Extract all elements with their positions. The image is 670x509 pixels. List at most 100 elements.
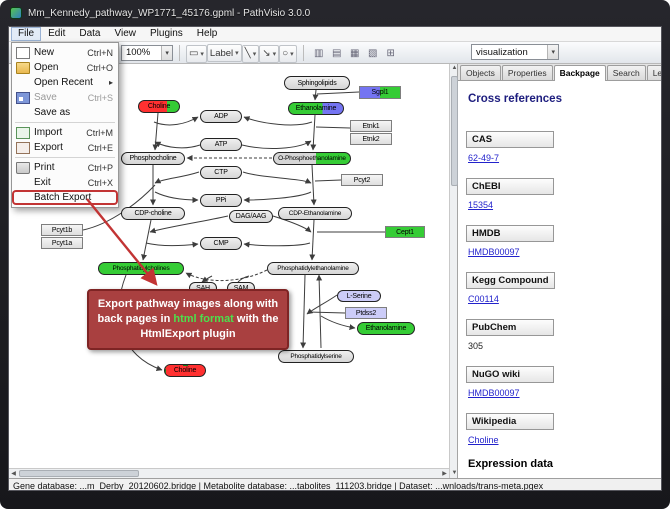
node-cmp[interactable]: CMP <box>200 237 242 250</box>
blank-icon <box>16 77 30 89</box>
selection-handle[interactable] <box>204 375 205 376</box>
shape-tool-button[interactable]: ○▾ <box>279 44 297 63</box>
node-ethanolamine[interactable]: Ethanolamine <box>357 322 415 335</box>
node-ethanolamine[interactable]: Ethanolamine <box>288 102 344 115</box>
scroll-right-icon[interactable]: ▶ <box>442 471 447 477</box>
node-o-phosphoethanolamine[interactable]: O-Phosphoethanolamine <box>273 152 351 165</box>
line-tool-button[interactable]: ╲▾ <box>241 44 260 63</box>
menu-plugins[interactable]: Plugins <box>149 28 183 39</box>
selection-handle[interactable] <box>204 365 205 367</box>
node-sam[interactable]: SAM <box>227 282 255 294</box>
selection-handle[interactable] <box>183 376 188 377</box>
file-menu-item-batch-export[interactable]: Batch Export <box>12 190 118 205</box>
menu-file[interactable]: File <box>11 27 42 41</box>
node-phosphatidylcholines[interactable]: Phosphatidylcholines <box>98 262 184 275</box>
node-sphingolipids[interactable]: Sphingolipids <box>284 76 350 90</box>
xref-link[interactable]: HMDB00097 <box>468 247 520 257</box>
tab-search[interactable]: Search <box>606 65 646 80</box>
zoom-combobox[interactable]: 100% ▾ <box>120 44 173 61</box>
selection-handle[interactable] <box>205 369 206 374</box>
tab-backpage[interactable]: Backpage <box>553 65 606 81</box>
gene-node-pcyt1a[interactable]: Pcyt1a <box>41 237 83 249</box>
node-ctp[interactable]: CTP <box>200 166 242 179</box>
node-phosphatidylethanolamine[interactable]: Phosphatidylethanolamine <box>267 262 359 275</box>
xref-link[interactable]: HMDB00097 <box>468 388 520 398</box>
canvas-horizontal-scrollbar[interactable]: ◀ ▶ <box>9 468 449 478</box>
match-size-button[interactable]: ⊞ <box>382 44 400 62</box>
gene-node-etnk1[interactable]: Etnk1 <box>350 120 392 132</box>
gene-node-sgpl1[interactable]: Sgpl1 <box>359 86 401 99</box>
xref-link[interactable]: 15354 <box>468 200 494 210</box>
canvas-vertical-scrollbar[interactable]: ▲ ▼ <box>449 64 458 478</box>
menu-help[interactable]: Help <box>196 28 218 39</box>
align-center-y-button[interactable]: ▤ <box>328 44 346 62</box>
visualization-combobox[interactable]: visualization ▾ <box>471 44 559 60</box>
menu-item-label: Open <box>34 62 59 73</box>
menu-data[interactable]: Data <box>79 28 101 39</box>
node-dag-aag[interactable]: DAG/AAG <box>229 210 273 223</box>
vertical-scroll-thumb[interactable] <box>451 76 458 186</box>
selection-handle[interactable] <box>165 365 167 367</box>
tab-properties[interactable]: Properties <box>501 65 553 80</box>
toolbar-align-group: ▥▤▦▧⊞ <box>310 43 400 63</box>
xref-link[interactable]: 62-49-7 <box>468 153 500 163</box>
scroll-up-icon[interactable]: ▲ <box>451 65 458 71</box>
gene-node-etnk2[interactable]: Etnk2 <box>350 133 392 145</box>
node-cdp-ethanolamine[interactable]: CDP-Ethanolamine <box>278 207 352 220</box>
chevron-down-icon: ▾ <box>235 50 239 57</box>
gene-node-pcyt2[interactable]: Pcyt2 <box>341 174 383 186</box>
gene-node-ptdss2[interactable]: Ptdss2 <box>345 307 387 319</box>
node-phosphatidylserine[interactable]: Phosphatidylserine <box>278 350 354 363</box>
node-label: Cept1 <box>396 228 414 236</box>
tab-objects[interactable]: Objects <box>460 65 501 80</box>
file-menu-item-open-recent[interactable]: Open Recent▸ <box>12 75 118 90</box>
align-top-button[interactable]: ▧ <box>364 44 382 62</box>
connector-tool-button[interactable]: ↘▾ <box>259 44 280 63</box>
menu-item-label: Save as <box>34 107 71 118</box>
node-ppi[interactable]: PPi <box>200 194 242 207</box>
xref-source-label: CAS <box>466 131 554 148</box>
menu-view[interactable]: View <box>114 28 136 39</box>
gene-node-pcyt1b[interactable]: Pcyt1b <box>41 224 83 236</box>
node-label: Etnk2 <box>362 135 380 143</box>
node-label: O-Phosphoethanolamine <box>278 155 346 162</box>
node-sah[interactable]: SAH <box>189 282 217 294</box>
label-tool-button[interactable]: Label▾ <box>206 44 242 62</box>
node-cdp-choline[interactable]: CDP-choline <box>121 207 185 220</box>
app-icon <box>10 7 22 19</box>
align-center-x-button[interactable]: ▥ <box>310 44 328 62</box>
scroll-down-icon[interactable]: ▼ <box>451 470 458 476</box>
scroll-left-icon[interactable]: ◀ <box>11 471 16 477</box>
selection-handle[interactable] <box>165 375 167 376</box>
file-menu-item-save-as[interactable]: Save as <box>12 105 118 120</box>
tab-legend[interactable]: Legend <box>646 65 661 80</box>
node-atp[interactable]: ATP <box>200 138 242 151</box>
selection-handle[interactable] <box>165 368 166 374</box>
xref-link[interactable]: C00114 <box>468 294 499 304</box>
node-choline[interactable]: Choline <box>138 100 180 113</box>
xref-link[interactable]: Choline <box>468 435 499 445</box>
node-label: SAH <box>196 284 210 292</box>
gene-node-cept1[interactable]: Cept1 <box>385 226 425 238</box>
menu-edit[interactable]: Edit <box>48 28 66 39</box>
menu-item-shortcut: Ctrl+N <box>87 47 113 58</box>
datanode-tool-button[interactable]: ▭▾ <box>185 44 207 63</box>
title-bar[interactable]: Mm_Kennedy_pathway_WP1771_45176.gpml - P… <box>0 0 670 26</box>
selection-handle[interactable] <box>183 365 188 366</box>
horizontal-scroll-thumb[interactable] <box>19 470 139 477</box>
node-phosphocholine[interactable]: Phosphocholine <box>121 152 185 165</box>
node-l-serine[interactable]: L-Serine <box>337 290 381 302</box>
node-adp[interactable]: ADP <box>200 110 242 123</box>
align-left-button[interactable]: ▦ <box>346 44 364 62</box>
node-choline[interactable]: Choline <box>164 364 206 377</box>
node-label: Phosphatidylethanolamine <box>277 265 349 272</box>
